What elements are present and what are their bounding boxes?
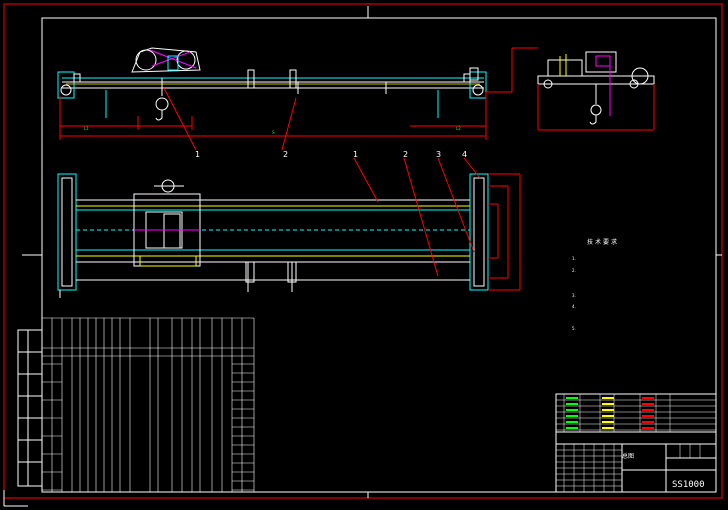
ucs-axis-icon	[3, 490, 28, 507]
note-item: 4.	[572, 304, 576, 309]
note-item: 3.	[572, 293, 576, 298]
callout-2-plan: 2	[403, 150, 409, 159]
sheet-border	[3, 3, 723, 499]
note-item: 1.	[572, 256, 576, 261]
drawing-frame	[41, 17, 717, 493]
callout-3-plan: 3	[436, 150, 442, 159]
title-block	[555, 393, 717, 493]
svg-text:L2: L2	[456, 126, 461, 131]
front-elevation: L1 L2 S	[57, 47, 538, 151]
callout-1-front: 1	[195, 150, 201, 159]
callout-1-plan: 1	[353, 150, 359, 159]
revision-strip	[17, 329, 43, 487]
plan-view	[57, 157, 521, 298]
note-item: 5.	[572, 326, 576, 331]
drawing-name: 总图	[622, 453, 635, 460]
callout-2-front: 2	[283, 150, 289, 159]
note-item: 2.	[572, 268, 576, 273]
side-view	[537, 51, 655, 131]
svg-text:S: S	[272, 130, 275, 135]
parameter-table	[41, 317, 255, 493]
callout-4-plan: 4	[462, 150, 468, 159]
svg-text:L1: L1	[84, 126, 89, 131]
notes-title: 技术要求	[587, 239, 620, 246]
drawing-code: SS1000	[672, 480, 705, 490]
